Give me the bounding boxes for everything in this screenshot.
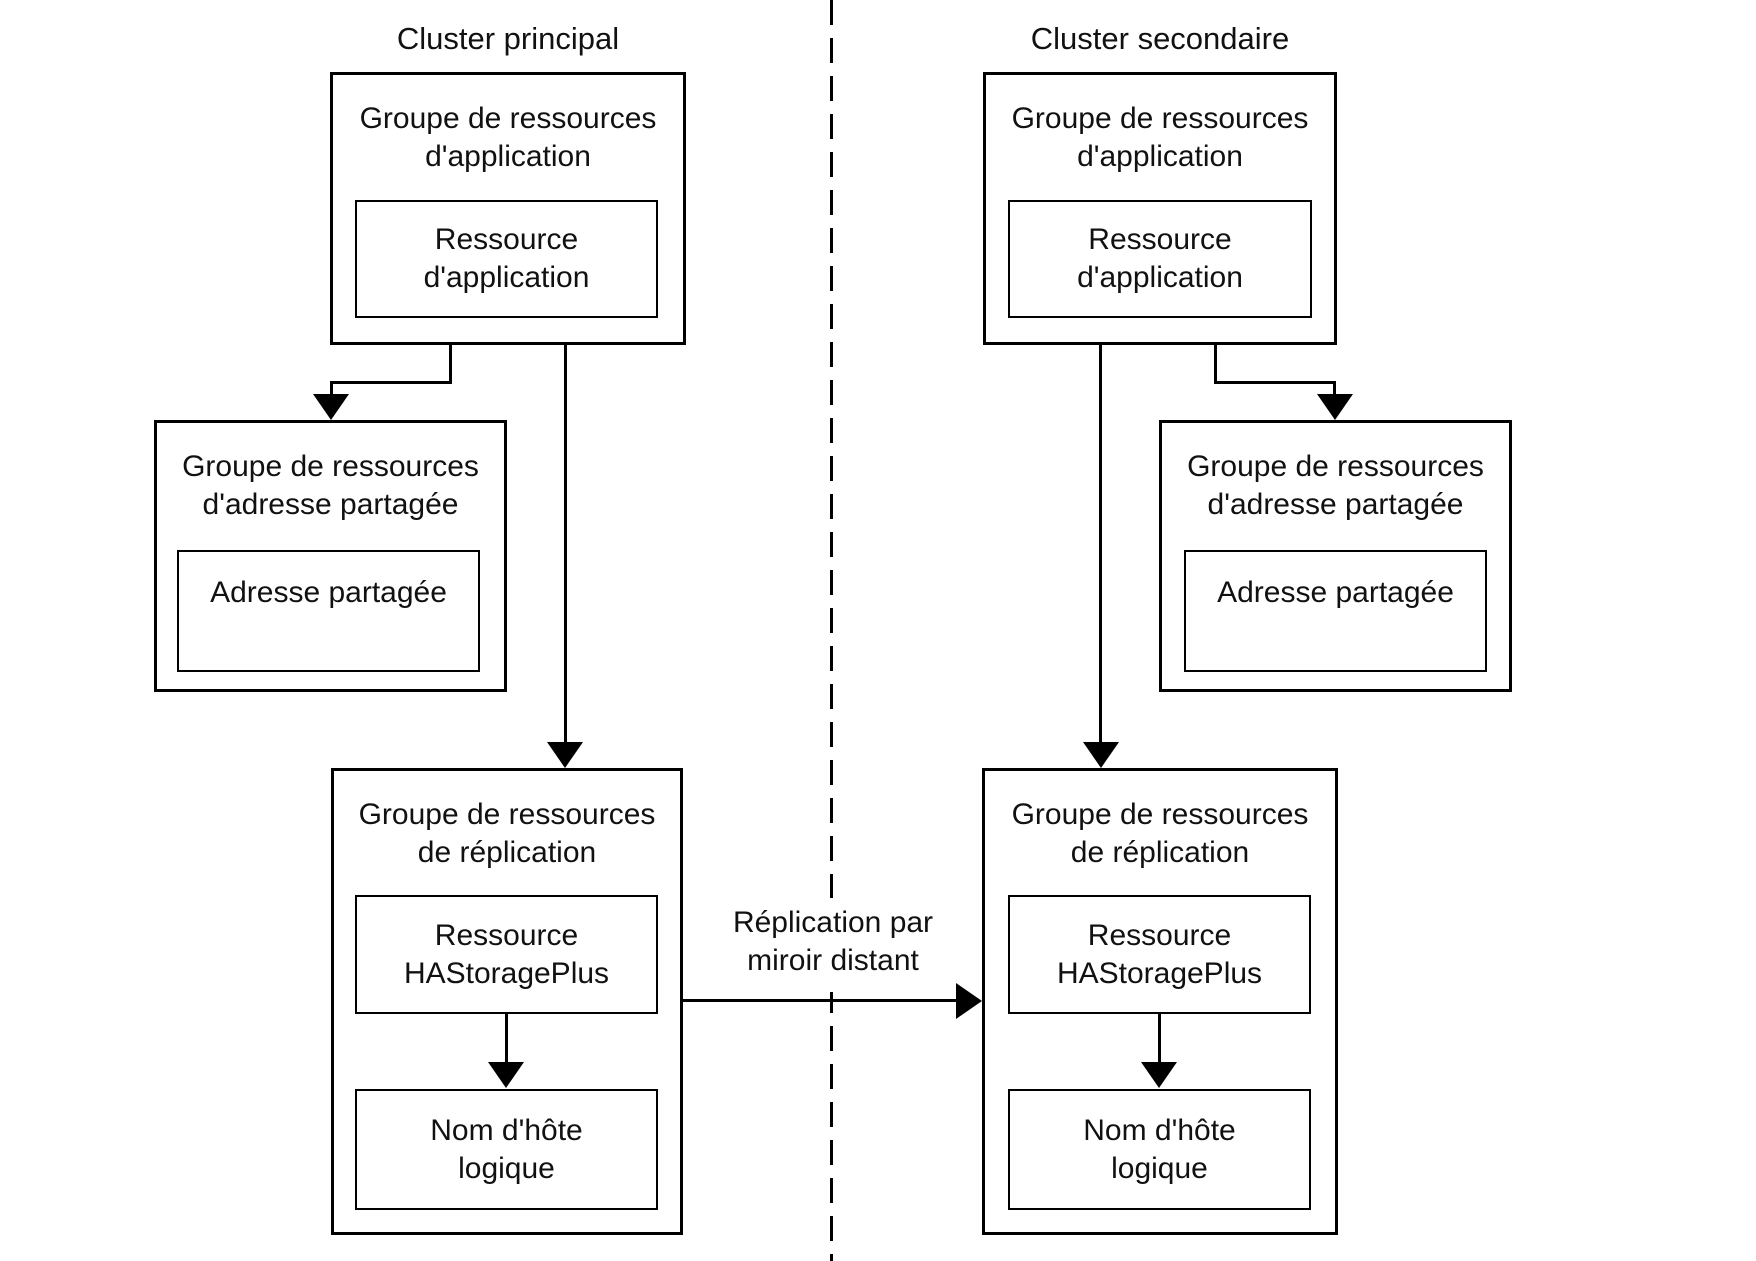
- arrowhead-down-icon: [488, 1062, 524, 1088]
- replication-label-line: Réplication par: [732, 906, 934, 939]
- arrowhead-right-icon: [956, 983, 982, 1019]
- group-label: d'application: [1077, 140, 1243, 173]
- group-label: Groupe de ressources: [1011, 102, 1309, 135]
- group-label: d'adresse partagée: [202, 488, 459, 521]
- connector-app-to-replication-vertical: [1099, 345, 1102, 744]
- connector-app-to-shared-vertical: [449, 345, 452, 384]
- primary-shared-address-resource-box: Adresse partagée: [177, 550, 480, 672]
- connector-app-to-shared-horizontal: [330, 381, 452, 384]
- primary-logical-hostname-resource-box: Nom d'hôte logique: [355, 1089, 658, 1210]
- resource-label: Ressource: [1088, 223, 1232, 256]
- group-label: Groupe de ressources: [1187, 450, 1484, 483]
- resource-label: logique: [1111, 1151, 1208, 1185]
- group-label: d'adresse partagée: [1207, 488, 1464, 521]
- resource-label: Ressource: [434, 918, 579, 952]
- connector-app-to-replication-vertical: [564, 345, 567, 744]
- arrowhead-down-icon: [547, 742, 583, 768]
- group-label: Groupe de ressources: [1011, 798, 1309, 831]
- arrowhead-down-icon: [1083, 742, 1119, 768]
- cluster-divider-dashed-line: [830, 0, 833, 1261]
- secondary-hastorageplus-resource-box: Ressource HAStoragePlus: [1008, 895, 1311, 1014]
- primary-application-resource-box: Ressource d'application: [355, 200, 658, 318]
- resource-label: logique: [458, 1151, 555, 1185]
- connector-hasp-to-hostname-vertical: [1158, 1014, 1161, 1064]
- replication-link-label: Réplication par miroir distant: [700, 898, 966, 992]
- connector-hasp-to-hostname-vertical: [505, 1014, 508, 1064]
- resource-label: d'application: [1077, 261, 1243, 294]
- resource-label: Adresse partagée: [210, 576, 447, 609]
- resource-label: Ressource: [1087, 918, 1232, 952]
- connector-app-to-shared-stub: [1333, 384, 1336, 396]
- resource-label: d'application: [423, 261, 590, 294]
- primary-hastorageplus-resource-box: Ressource HAStoragePlus: [355, 895, 658, 1014]
- arrowhead-down-icon: [313, 394, 349, 420]
- resource-label: Adresse partagée: [1217, 576, 1454, 609]
- secondary-application-resource-box: Ressource d'application: [1008, 200, 1312, 318]
- secondary-logical-hostname-resource-box: Nom d'hôte logique: [1008, 1089, 1311, 1210]
- primary-cluster-title: Cluster principal: [396, 21, 620, 56]
- arrowhead-down-icon: [1141, 1062, 1177, 1088]
- connector-app-to-shared-stub: [330, 384, 333, 396]
- group-label: Groupe de ressources: [359, 102, 657, 135]
- resource-label: Nom d'hôte: [430, 1113, 583, 1147]
- group-label: Groupe de ressources: [358, 798, 656, 831]
- secondary-cluster-title: Cluster secondaire: [1030, 21, 1290, 56]
- resource-label: HAStoragePlus: [1056, 956, 1263, 990]
- replication-label-line: miroir distant: [747, 944, 919, 977]
- resource-label: Nom d'hôte: [1083, 1113, 1236, 1147]
- connector-app-to-shared-vertical: [1214, 345, 1217, 384]
- arrowhead-down-icon: [1317, 394, 1353, 420]
- group-label: de réplication: [1070, 836, 1250, 869]
- replication-arrow-line: [683, 999, 958, 1002]
- connector-app-to-shared-horizontal: [1214, 381, 1336, 384]
- group-label: de réplication: [417, 836, 597, 869]
- resource-label: Ressource: [434, 223, 579, 256]
- group-label: d'application: [425, 140, 591, 173]
- resource-label: HAStoragePlus: [403, 956, 610, 990]
- secondary-shared-address-resource-box: Adresse partagée: [1184, 550, 1487, 672]
- group-label: Groupe de ressources: [182, 450, 479, 483]
